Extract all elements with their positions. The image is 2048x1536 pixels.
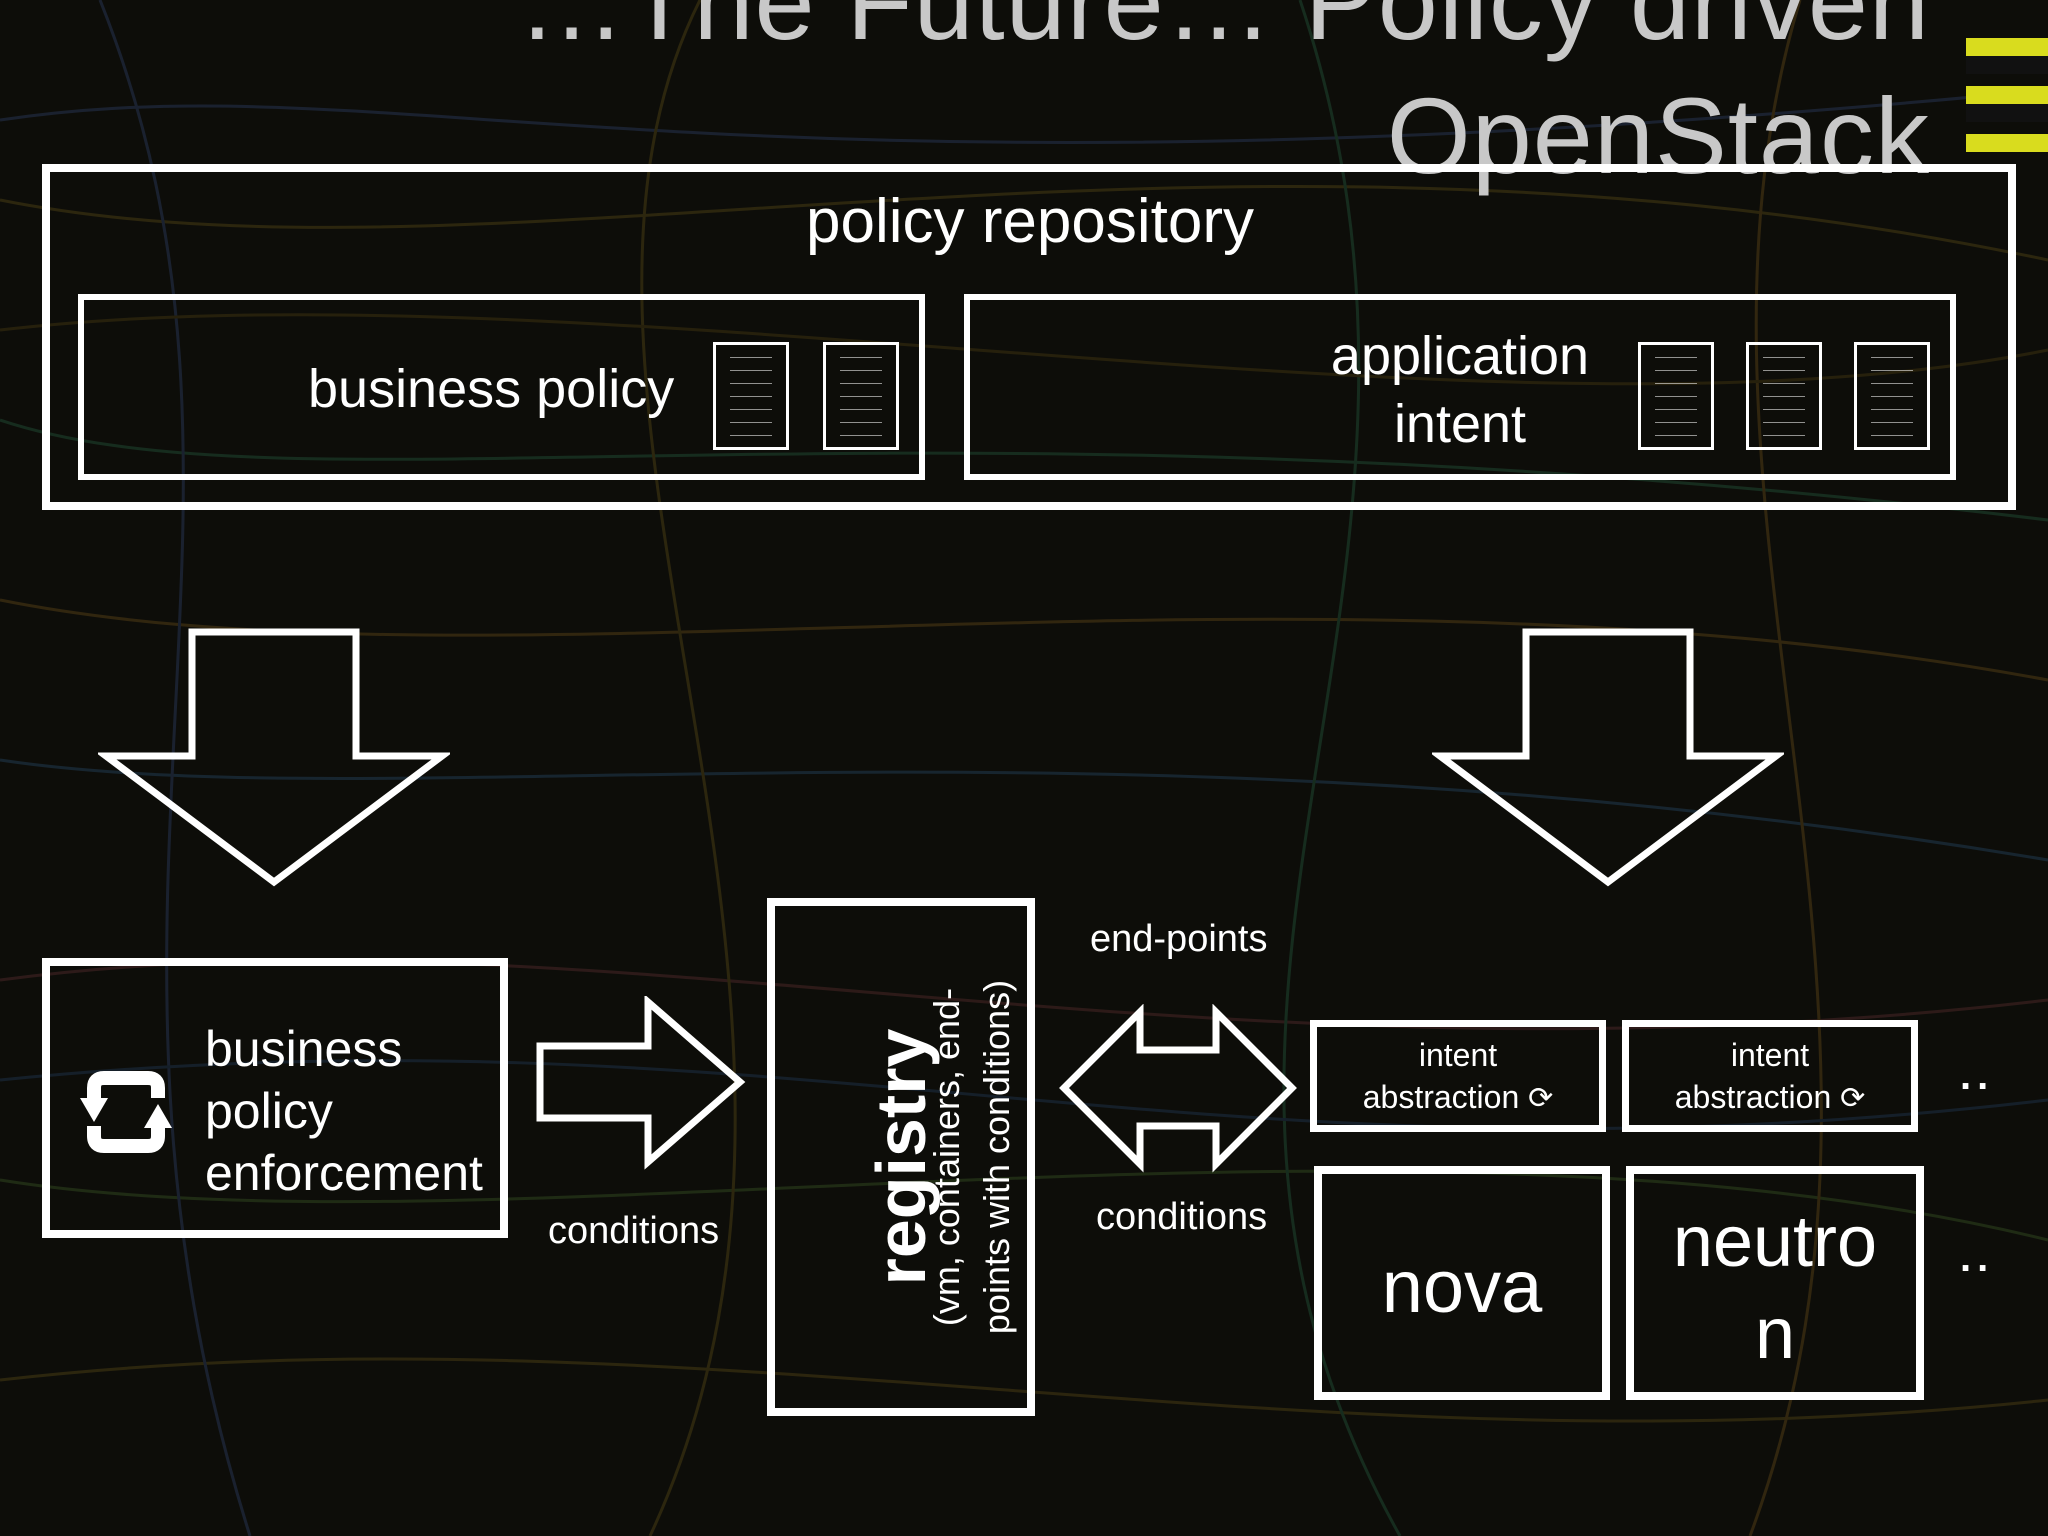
neutron-label: neutro n	[1672, 1202, 1878, 1374]
document-icon	[823, 342, 899, 450]
registry-box	[767, 898, 1035, 1416]
business-policy-enforcement-box	[42, 958, 508, 1238]
document-icon	[1638, 342, 1714, 450]
down-arrow-left	[98, 628, 450, 887]
bidirectional-arrow	[1059, 1004, 1297, 1173]
nova-label: nova	[1381, 1245, 1543, 1328]
business-policy-box	[78, 294, 925, 480]
registry-subtitle: (vm, containers, end- points with condit…	[926, 979, 1017, 1335]
right-arrow-conditions	[536, 996, 746, 1170]
document-icon	[713, 342, 789, 450]
business-policy-enforcement-label: business policy enforcement	[205, 1021, 483, 1201]
policy-repository-label: policy repository	[806, 187, 1254, 256]
more-intent-ellipsis: ..	[1960, 1054, 1995, 1098]
refresh-icon: ⟳	[1840, 1082, 1866, 1115]
application-intent-label: application intent	[1330, 326, 1590, 454]
intent-abstraction-box-2	[1622, 1020, 1918, 1132]
document-icon	[1746, 342, 1822, 450]
document-icon	[1854, 342, 1930, 450]
intent-abstraction-label-1: intent abstraction ⟳	[1362, 1037, 1554, 1115]
business-policy-label: business policy	[308, 359, 675, 419]
neutron-box	[1626, 1166, 1924, 1400]
endpoints-label: end-points	[1090, 918, 1268, 960]
refresh-icon	[80, 1071, 172, 1153]
conditions-label-right: conditions	[1096, 1196, 1268, 1238]
intent-abstraction-label-2: intent abstraction ⟳	[1674, 1037, 1866, 1115]
slide-title-line-1: …The Future… Policy driven	[517, 0, 1930, 62]
nova-box	[1314, 1166, 1610, 1400]
application-intent-box	[964, 294, 1956, 480]
conditions-label-left: conditions	[548, 1210, 720, 1252]
down-arrow-right	[1432, 628, 1784, 887]
refresh-icon: ⟳	[1528, 1082, 1554, 1115]
more-services-ellipsis: ..	[1960, 1236, 1995, 1280]
policy-repository-box	[42, 164, 2016, 510]
intent-abstraction-box-1	[1310, 1020, 1606, 1132]
